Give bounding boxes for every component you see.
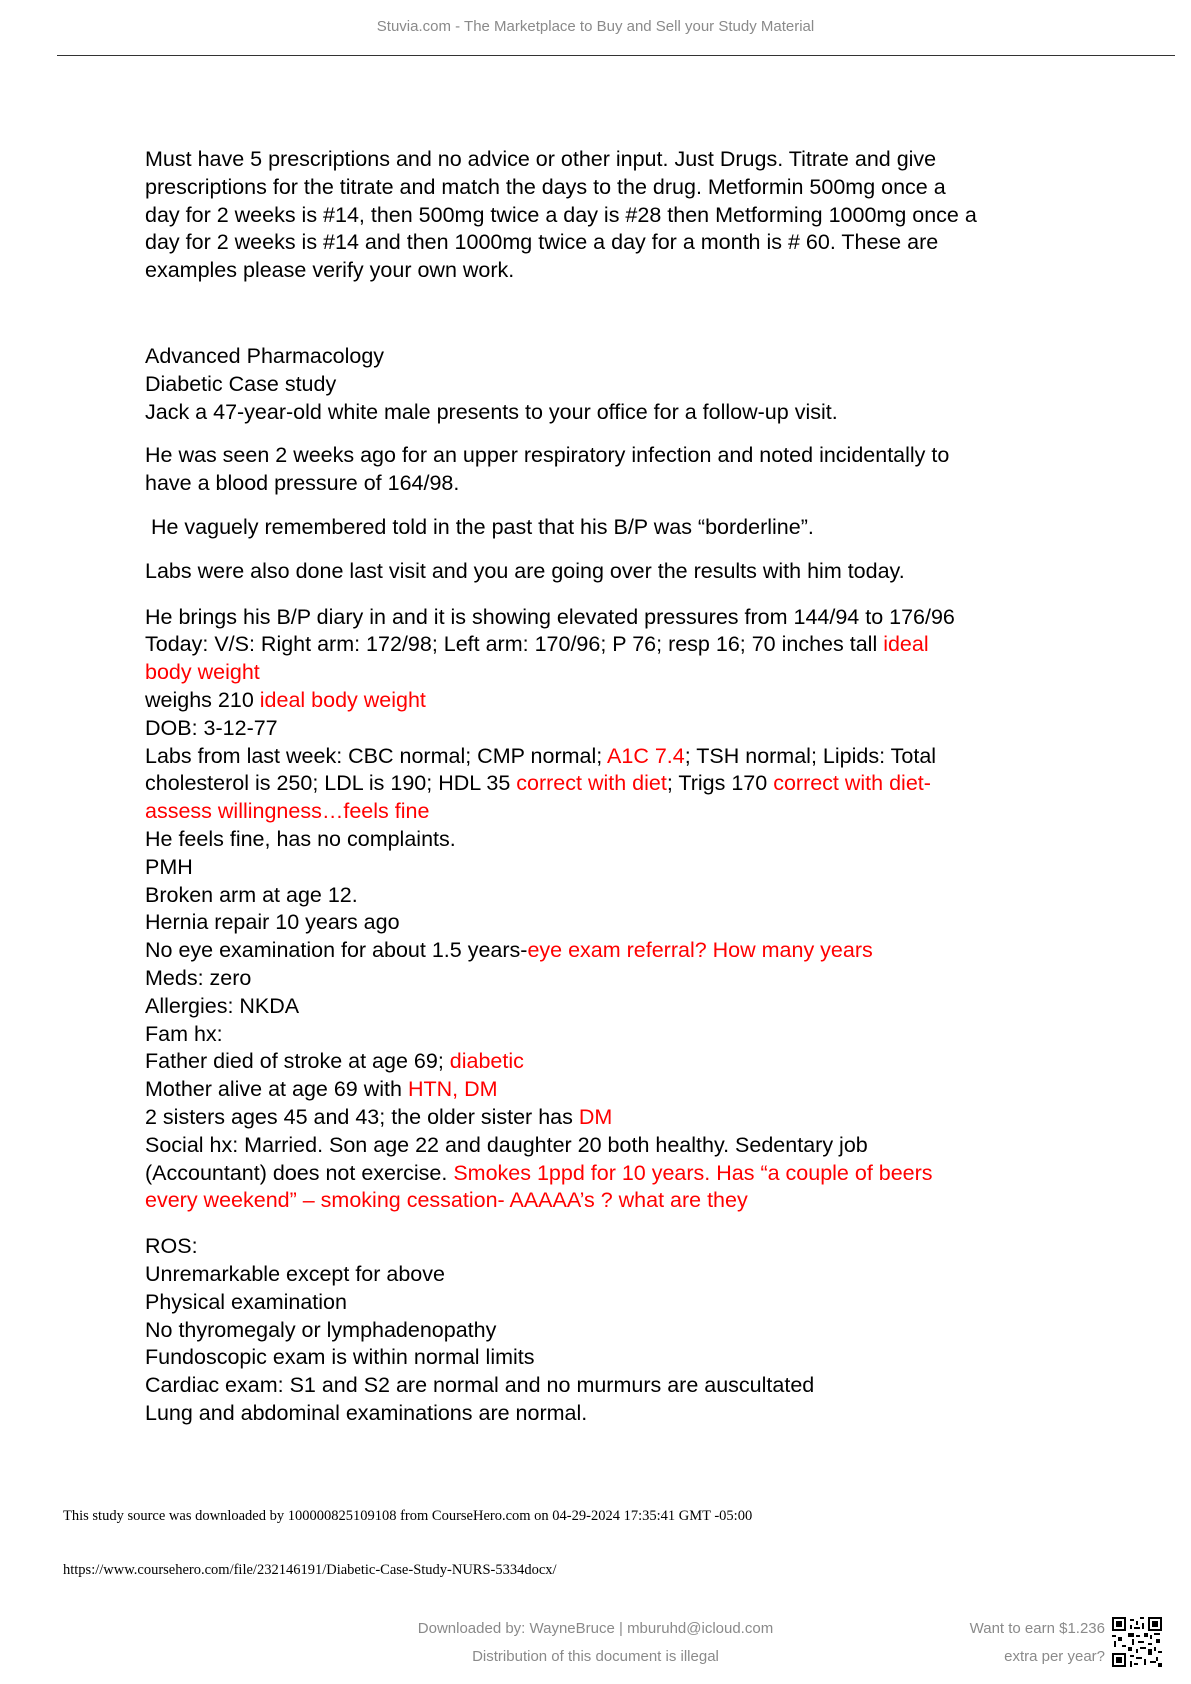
eye-exam-text: No eye examination for about 1.5 years- [145, 938, 528, 963]
instructions-line: prescriptions for the titrate and match … [145, 174, 946, 199]
physical-exam-item: Fundoscopic exam is within normal limits [145, 1345, 535, 1370]
vitals-text: Today: V/S: Right arm: 172/98; Left arm:… [145, 632, 884, 657]
pmh-item: Broken arm at age 12. [145, 882, 358, 907]
family-history-item: Father died of stroke at age 69; diabeti… [145, 1048, 1090, 1076]
mother-text: Mother alive at age 69 with [145, 1077, 408, 1102]
labs-text: Labs from last week: CBC normal; CMP nor… [145, 743, 608, 768]
source-download-notice: This study source was downloaded by 1000… [63, 1508, 753, 1524]
diary-line: He brings his B/P diary in and it is sho… [145, 604, 955, 629]
physical-exam-item: No thyromegaly or lymphadenopathy [145, 1317, 497, 1342]
family-history-heading: Fam hx: [145, 1021, 223, 1046]
history-line: He was seen 2 weeks ago for an upper res… [145, 443, 950, 468]
family-history-item: 2 sisters ages 45 and 43; the older sist… [145, 1104, 1090, 1132]
sisters-annotation: DM [578, 1104, 613, 1129]
father-text: Father died of stroke at age 69; [145, 1049, 450, 1074]
complaints-line: He feels fine, has no complaints. [145, 826, 456, 851]
labs-line: Labs from last week: CBC normal; CMP nor… [145, 743, 1090, 771]
case-study: Advanced Pharmacology Diabetic Case stud… [145, 343, 1090, 1428]
labs-text: ; TSH normal; Lipids: Total [684, 743, 937, 768]
ros-heading: ROS: [145, 1234, 198, 1259]
meds-line: Meds: zero [145, 965, 252, 990]
footer-earn-line[interactable]: extra per year? [1004, 1648, 1105, 1665]
social-history-line: Social hx: Married. Son age 22 and daugh… [145, 1132, 868, 1157]
smoking-annotation: Smokes 1ppd for 10 years. Has “a couple … [453, 1160, 933, 1185]
physical-exam-item: Lung and abdominal examinations are norm… [145, 1400, 588, 1425]
pmh-heading: PMH [145, 854, 193, 879]
presentation-line: Jack a 47-year-old white male presents t… [145, 399, 838, 424]
trigs-annotation-continued: assess willingness…feels fine [145, 799, 430, 824]
footer-earn-line[interactable]: Want to earn $1.236 [969, 1620, 1105, 1637]
mother-annotation: HTN, DM [407, 1077, 498, 1102]
sisters-text: 2 sisters ages 45 and 43; the older sist… [145, 1104, 579, 1129]
physical-exam-heading: Physical examination [145, 1289, 347, 1314]
header-divider [57, 55, 1175, 56]
weight-annotation: ideal body weight [259, 687, 426, 712]
eye-exam-line: No eye examination for about 1.5 years-e… [145, 937, 1090, 965]
hdl-annotation: correct with diet [516, 771, 667, 796]
instructions-line: day for 2 weeks is #14 and then 1000mg t… [145, 230, 939, 255]
source-url[interactable]: https://www.coursehero.com/file/23214619… [63, 1562, 557, 1578]
history-line: have a blood pressure of 164/98. [145, 471, 460, 496]
ros-item: Unremarkable except for above [145, 1261, 445, 1286]
weight-line: weighs 210 ideal body weight [145, 687, 1090, 715]
instructions-line: Must have 5 prescriptions and no advice … [145, 147, 937, 171]
a1c-annotation: A1C 7.4 [607, 743, 685, 768]
qr-code-icon[interactable] [1112, 1617, 1162, 1667]
trigs-annotation: correct with diet- [773, 771, 931, 796]
vitals-line: Today: V/S: Right arm: 172/98; Left arm:… [145, 631, 1090, 659]
family-history-item: Mother alive at age 69 with HTN, DM [145, 1076, 1090, 1104]
instructions-paragraph: Must have 5 prescriptions and no advice … [145, 146, 1090, 285]
course-title: Advanced Pharmacology [145, 344, 385, 368]
allergies-line: Allergies: NKDA [145, 993, 300, 1018]
smoking-annotation-continued: every weekend” – smoking cessation- AAAA… [145, 1188, 748, 1213]
pmh-item: Hernia repair 10 years ago [145, 910, 400, 935]
footer-downloaded-by: Downloaded by: WayneBruce | mburuhd@iclo… [417, 1620, 774, 1637]
labs-line: cholesterol is 250; LDL is 190; HDL 35 c… [145, 770, 1090, 798]
borderline-line: He vaguely remembered told in the past t… [145, 514, 814, 539]
footer-distribution-notice: Distribution of this document is illegal [472, 1648, 719, 1665]
weight-text: weighs 210 [145, 687, 260, 712]
labs-text: cholesterol is 250; LDL is 190; HDL 35 [145, 771, 517, 796]
case-title: Diabetic Case study [145, 371, 337, 396]
social-text: (Accountant) does not exercise. [145, 1160, 454, 1185]
social-history-line: (Accountant) does not exercise. Smokes 1… [145, 1160, 1090, 1188]
physical-exam-item: Cardiac exam: S1 and S2 are normal and n… [145, 1373, 815, 1398]
instructions-line: examples please verify your own work. [145, 258, 515, 283]
dob-line: DOB: 3-12-77 [145, 715, 278, 740]
labs-note-line: Labs were also done last visit and you a… [145, 558, 905, 583]
labs-text: ; Trigs 170 [666, 771, 774, 796]
header-text: Stuvia.com - The Marketplace to Buy and … [376, 18, 815, 35]
father-annotation: diabetic [449, 1049, 524, 1074]
vitals-annotation: ideal [883, 632, 929, 657]
instructions-line: day for 2 weeks is #14, then 500mg twice… [145, 202, 977, 227]
vitals-annotation-continued: body weight [145, 660, 260, 685]
eye-exam-annotation: eye exam referral? How many years [527, 938, 873, 963]
